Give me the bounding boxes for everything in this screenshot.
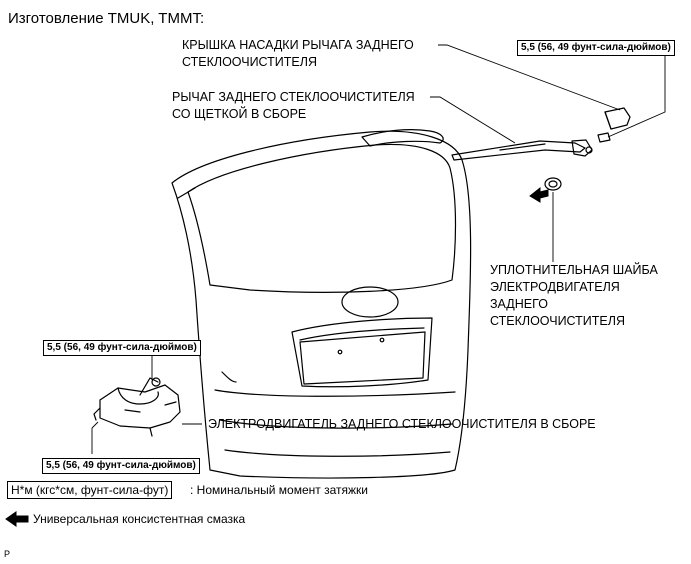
emblem: [341, 286, 399, 318]
cap-label: КРЫШКА НАСАДКИ РЫЧАГА ЗАДНЕГО СТЕКЛООЧИС…: [182, 37, 414, 71]
torque-legend-desc: : Номинальный момент затяжки: [190, 483, 368, 497]
grease-legend-arrow-icon: [5, 511, 29, 527]
cap-label-line-1: КРЫШКА НАСАДКИ РЫЧАГА ЗАДНЕГО: [182, 38, 414, 52]
torque-unit-legend-box: Н*м (кгс*см, фунт-сила-фут): [7, 481, 173, 499]
seal-washer-label: УПЛОТНИТЕЛЬНАЯ ШАЙБА ЭЛЕКТРОДВИГАТЕЛЯ ЗА…: [490, 262, 658, 330]
leader-lines: [91, 44, 666, 454]
seal-label-line-2: ЭЛЕКТРОДВИГАТЕЛЯ: [490, 280, 620, 294]
grease-arrow-icon: [529, 186, 549, 203]
corner-mark: P: [4, 549, 11, 559]
nut: [597, 132, 611, 143]
grease-legend-desc: Универсальная консистентная смазка: [33, 512, 246, 526]
motor-label: ЭЛЕКТРОДВИГАТЕЛЬ ЗАДНЕГО СТЕКЛООЧИСТИТЕЛ…: [208, 417, 596, 431]
arm-label-line-2: СО ЩЕТКОЙ В СБОРЕ: [172, 107, 307, 121]
torque-box-arm-nut: 5,5 (56, 49 фунт-сила-дюймов): [517, 40, 675, 56]
seal-washer: [544, 177, 562, 191]
wiper-motor-assembly: [93, 377, 181, 437]
wiper-arm-blade: [451, 139, 593, 161]
seal-label-line-3: ЗАДНЕГО: [490, 297, 548, 311]
seal-label-line-4: СТЕКЛООЧИСТИТЕЛЯ: [490, 314, 625, 328]
arm-label: РЫЧАГ ЗАДНЕГО СТЕКЛООЧИСТИТЕЛЯ СО ЩЕТКОЙ…: [172, 89, 415, 123]
page-title: Изготовление TMUK, TMMT:: [8, 10, 205, 27]
seal-label-line-1: УПЛОТНИТЕЛЬНАЯ ШАЙБА: [490, 263, 658, 277]
arm-label-line-1: РЫЧАГ ЗАДНЕГО СТЕКЛООЧИСТИТЕЛЯ: [172, 90, 415, 104]
torque-box-motor-bottom: 5,5 (56, 49 фунт-сила-дюймов): [42, 458, 200, 474]
wiper-arm-cap: [604, 107, 631, 130]
cap-label-line-2: СТЕКЛООЧИСТИТЕЛЯ: [182, 55, 317, 69]
torque-box-motor-top: 5,5 (56, 49 фунт-сила-дюймов): [43, 340, 201, 356]
